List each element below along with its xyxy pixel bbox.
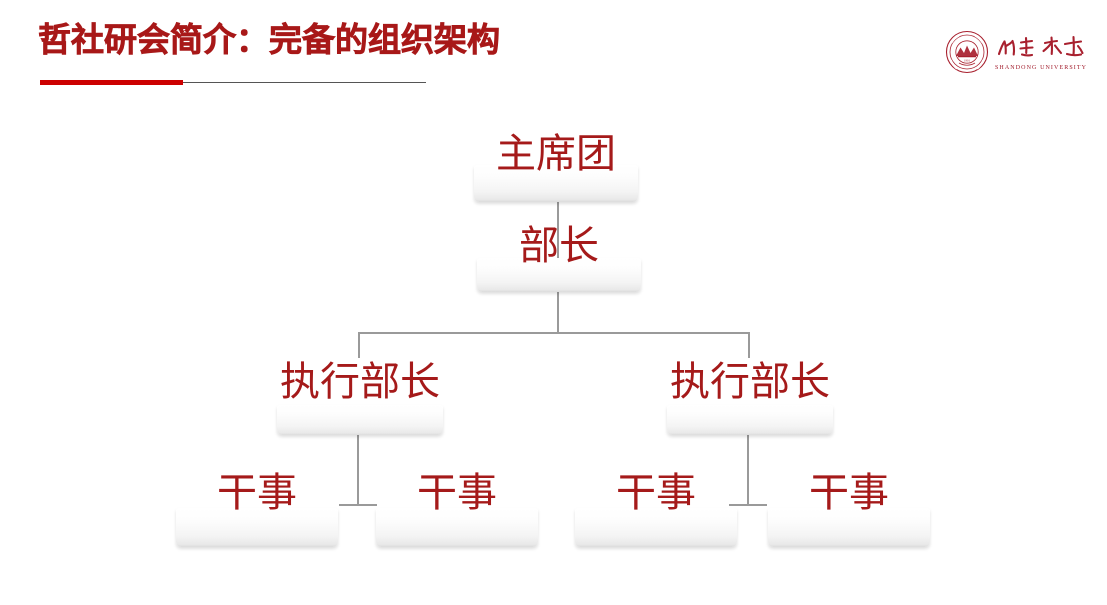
org-node-box [474,165,638,202]
org-node-label: 干事 [809,471,889,515]
connector-bus-to-exec-left [358,332,360,358]
divider-red-segment [40,80,183,85]
org-node-chairman[interactable]: 主席团 [474,130,638,202]
shandong-university-logo: 1901 [945,30,1088,82]
university-seal-icon: 1901 [945,30,989,74]
org-node-label: 部长 [519,224,599,268]
org-node-box [176,508,338,547]
connector-exec-left-stem [357,434,359,506]
org-node-box [667,405,833,435]
org-node-label: 干事 [217,471,297,515]
connector-buzhang-stem [557,290,559,333]
org-node-label: 主席团 [496,132,616,176]
org-node-minister[interactable]: 部长 [477,222,641,292]
page-title: 哲社研会简介：完备的组织架构 [38,21,501,59]
org-node-box [376,508,538,547]
org-node-box [768,508,930,547]
org-node-label: 执行部长 [280,360,440,404]
connector-chairman-to-buzhang [557,200,559,258]
org-node-label: 干事 [417,471,497,515]
svg-text:1901: 1901 [964,58,971,62]
university-romanized-name: SHANDONG UNIVERSITY [995,65,1088,71]
connector-exec-right-bus [729,504,767,506]
org-node-staff-2[interactable]: 干事 [376,469,538,547]
connector-buzhang-bus [358,332,750,334]
org-node-box [277,405,443,435]
org-node-box [575,508,737,547]
org-node-label: 干事 [616,471,696,515]
org-node-exec-minister-right[interactable]: 执行部长 [667,358,833,435]
connector-bus-to-exec-right [748,332,750,358]
org-node-label: 执行部长 [670,360,830,404]
org-node-box [477,258,641,292]
org-node-staff-4[interactable]: 干事 [768,469,930,547]
connector-exec-right-stem [747,434,749,506]
org-node-staff-1[interactable]: 干事 [176,469,338,547]
university-wordmark-icon [997,35,1084,57]
org-node-staff-3[interactable]: 干事 [575,469,737,547]
org-node-exec-minister-left[interactable]: 执行部长 [277,358,443,435]
title-divider [40,80,426,85]
divider-gray-segment [183,82,426,83]
connector-exec-left-bus [339,504,377,506]
